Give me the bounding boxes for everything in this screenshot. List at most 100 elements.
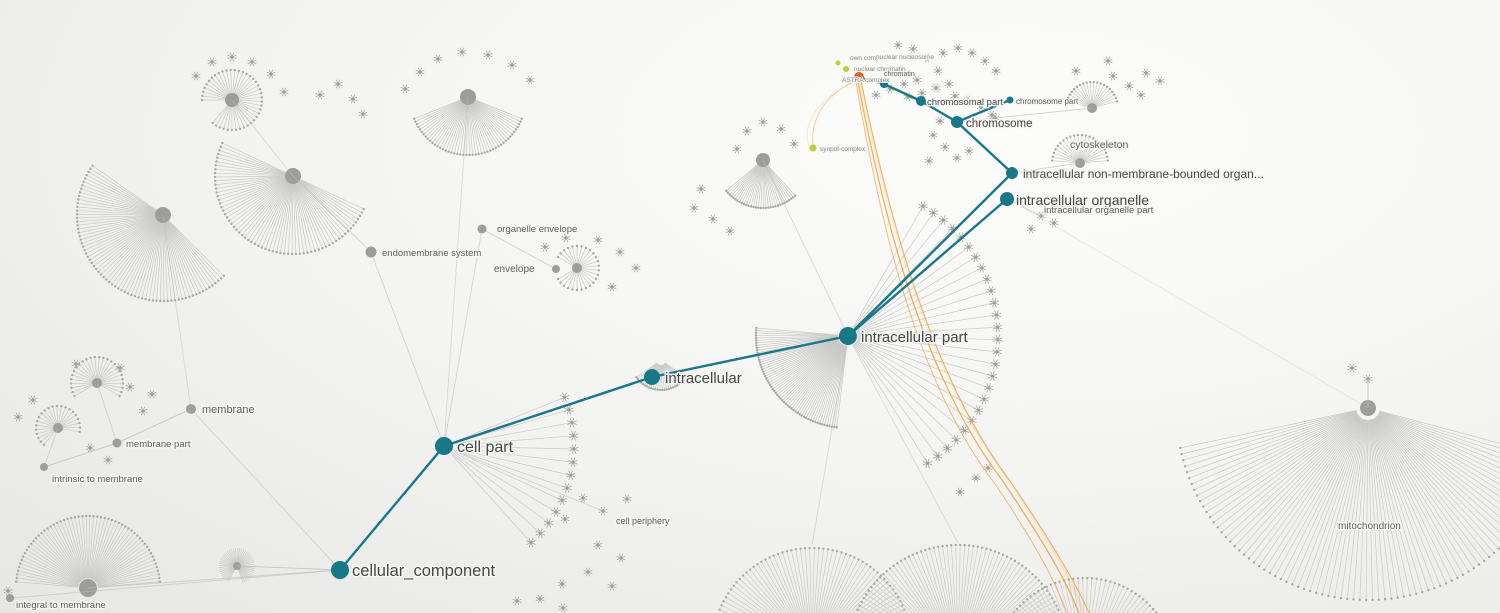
mini-node[interactable] — [457, 47, 467, 57]
node-chromatin[interactable] — [880, 80, 888, 88]
mini-node[interactable] — [560, 514, 570, 524]
mini-node[interactable] — [561, 233, 571, 243]
mini-node[interactable] — [979, 394, 989, 405]
mini-node[interactable] — [992, 347, 1002, 357]
mini-node[interactable] — [986, 286, 996, 296]
mini-node[interactable] — [138, 406, 148, 416]
node-membrane-part[interactable] — [112, 438, 122, 448]
node-highlight-green-3[interactable] — [809, 144, 817, 152]
cluster-node[interactable] — [572, 263, 582, 273]
mini-node[interactable] — [315, 90, 325, 100]
mini-node[interactable] — [562, 483, 572, 493]
mini-node[interactable] — [507, 60, 517, 70]
mini-node[interactable] — [963, 242, 974, 252]
mini-node[interactable] — [952, 153, 962, 163]
mini-node[interactable] — [564, 405, 574, 415]
mini-node[interactable] — [565, 470, 576, 481]
mini-node[interactable] — [1155, 76, 1165, 86]
mini-node[interactable] — [922, 458, 933, 468]
mini-node[interactable] — [279, 87, 289, 97]
label-cellular-component[interactable]: cellular_component — [351, 561, 498, 582]
mini-node[interactable] — [125, 382, 135, 392]
mini-node[interactable] — [922, 53, 932, 63]
node-intracellular-part[interactable] — [839, 327, 857, 345]
mini-node[interactable] — [583, 567, 593, 577]
mini-node[interactable] — [871, 90, 881, 100]
mini-node[interactable] — [557, 495, 567, 506]
label-intracellular[interactable]: intracellular — [664, 369, 744, 389]
mini-node[interactable] — [696, 184, 706, 194]
label-chromosome[interactable]: chromosome — [965, 117, 1034, 132]
node-intracellular[interactable] — [644, 369, 660, 385]
mini-node[interactable] — [982, 274, 992, 285]
mini-node[interactable] — [1103, 56, 1113, 66]
mini-node[interactable] — [535, 594, 545, 604]
cluster-node[interactable] — [460, 89, 476, 105]
mini-node[interactable] — [543, 518, 554, 528]
mini-node[interactable] — [983, 463, 993, 473]
node-intracellular-organelle[interactable] — [1000, 192, 1014, 206]
mini-node[interactable] — [1071, 66, 1081, 76]
mini-node[interactable] — [1026, 224, 1036, 234]
mini-node[interactable] — [944, 79, 954, 89]
node-chromosome-part[interactable] — [1006, 96, 1014, 104]
mini-node[interactable] — [622, 494, 632, 504]
mini-node[interactable] — [348, 94, 358, 104]
mini-node[interactable] — [578, 493, 588, 503]
mini-node[interactable] — [924, 156, 934, 166]
node-highlight-green-2[interactable] — [835, 60, 841, 66]
mini-node[interactable] — [917, 88, 927, 98]
node-highlight-green-1[interactable] — [843, 66, 849, 72]
mini-node[interactable] — [540, 242, 550, 252]
mini-node[interactable] — [953, 43, 963, 53]
mini-node[interactable] — [928, 130, 938, 140]
mini-node[interactable] — [247, 57, 257, 67]
label-intracellular-organelle[interactable]: intracellular organelle — [1015, 191, 1151, 210]
mini-node[interactable] — [3, 586, 13, 596]
mini-node[interactable] — [950, 91, 960, 101]
mini-node[interactable] — [551, 507, 561, 517]
mini-node[interactable] — [689, 203, 699, 213]
mini-node[interactable] — [415, 67, 425, 77]
mini-node[interactable] — [776, 124, 786, 134]
mini-node[interactable] — [147, 389, 157, 399]
mini-node[interactable] — [970, 252, 981, 263]
mini-node[interactable] — [893, 40, 903, 50]
mini-node[interactable] — [932, 451, 943, 462]
mini-node[interactable] — [71, 359, 81, 369]
mini-node[interactable] — [400, 84, 410, 94]
mini-node[interactable] — [607, 581, 617, 591]
mini-node[interactable] — [615, 247, 625, 257]
mini-node[interactable] — [928, 207, 939, 218]
mini-node[interactable] — [333, 79, 343, 89]
mini-node[interactable] — [568, 457, 578, 468]
node-chromosomal-part[interactable] — [916, 96, 926, 106]
mini-node[interactable] — [607, 282, 617, 292]
node-cellular-component[interactable] — [331, 561, 349, 579]
mini-node[interactable] — [990, 359, 1001, 369]
node-chromosome[interactable] — [951, 116, 963, 128]
mini-node[interactable] — [568, 431, 579, 441]
mini-node[interactable] — [933, 66, 943, 76]
mini-node[interactable] — [976, 102, 986, 112]
label-intracellular-non-membrane-bounded-organelle[interactable]: intracellular non-membrane-bounded organ… — [1022, 166, 1266, 183]
mini-node[interactable] — [971, 473, 981, 483]
mini-node[interactable] — [912, 75, 922, 85]
mini-node[interactable] — [525, 75, 535, 85]
node-organelle-envelope[interactable] — [477, 224, 487, 234]
mini-node[interactable] — [191, 71, 201, 81]
mini-node[interactable] — [989, 297, 1000, 308]
mini-node[interactable] — [758, 117, 768, 127]
mini-node[interactable] — [908, 44, 918, 54]
mini-node[interactable] — [789, 139, 799, 149]
mini-node[interactable] — [227, 52, 237, 62]
node-integral-to-membrane[interactable] — [6, 594, 14, 602]
mini-node[interactable] — [266, 69, 276, 79]
mini-node[interactable] — [899, 79, 909, 89]
label-cell-part[interactable]: cell part — [456, 438, 516, 458]
mini-node[interactable] — [483, 50, 493, 60]
mini-node[interactable] — [973, 405, 984, 416]
mini-node[interactable] — [1141, 68, 1151, 78]
